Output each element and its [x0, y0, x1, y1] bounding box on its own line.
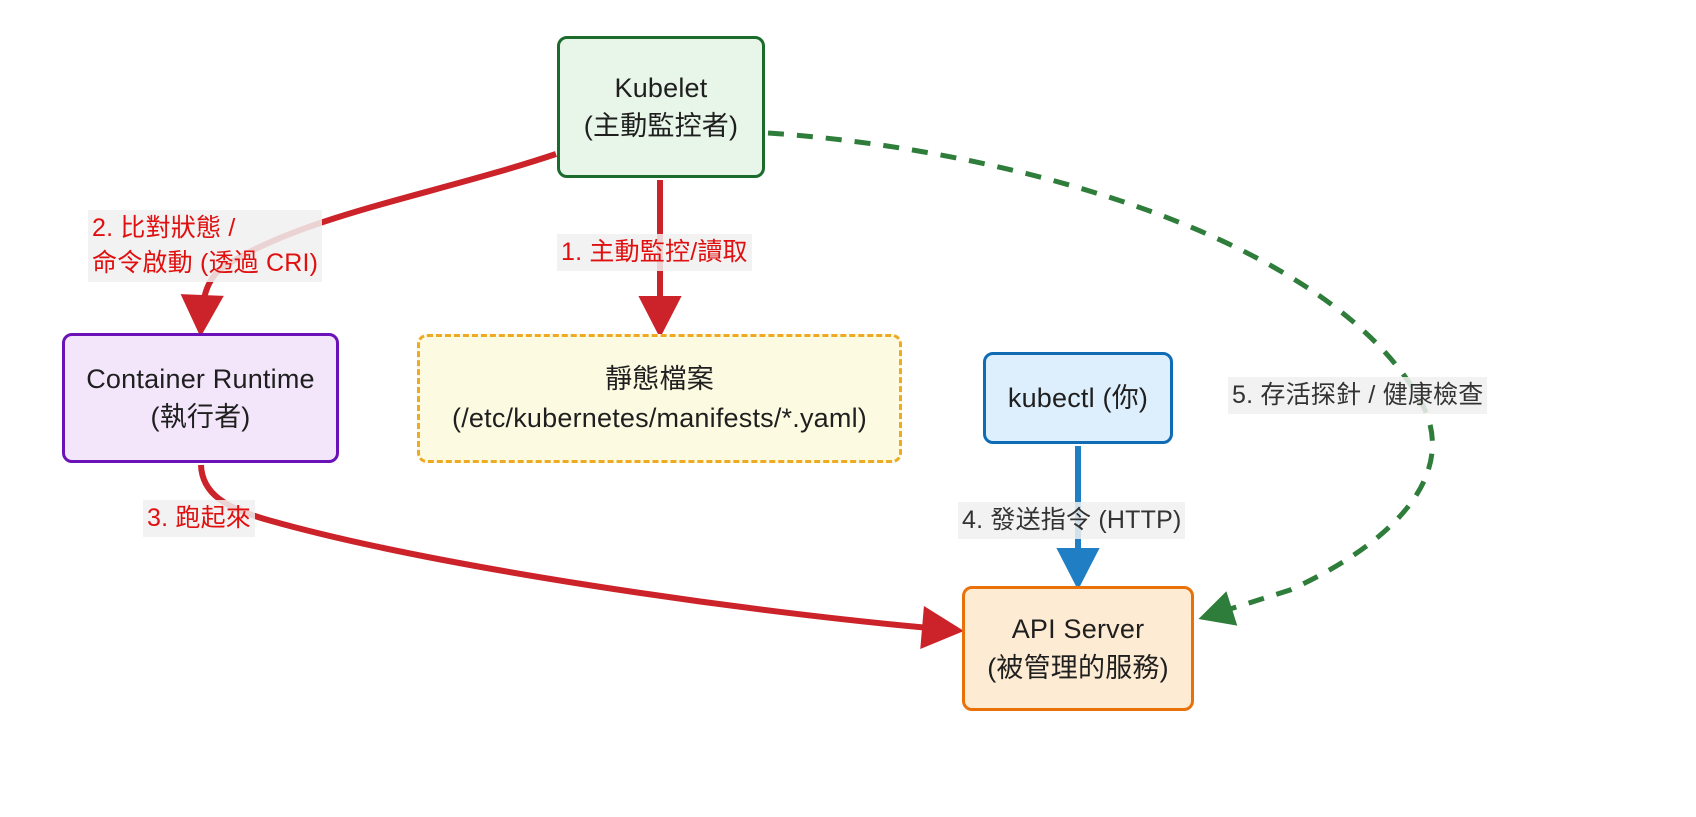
- edge-label-step-4: 4. 發送指令 (HTTP): [958, 502, 1186, 539]
- edge-label-step-2-line1: 2. 比對狀態 /: [92, 214, 236, 242]
- edge-label-step-2-line2: 命令啟動 (透過 CRI): [92, 249, 319, 277]
- node-static-files-title: 靜態檔案: [605, 364, 714, 395]
- node-api-server[interactable]: API Server (被管理的服務): [962, 586, 1194, 711]
- node-kubelet[interactable]: Kubelet (主動監控者): [557, 36, 765, 178]
- edge-label-step-1: 1. 主動監控/讀取: [557, 234, 752, 271]
- node-kubectl-title: kubectl (你): [1007, 382, 1149, 413]
- node-container-runtime[interactable]: Container Runtime (執行者): [62, 333, 339, 463]
- node-container-runtime-title: Container Runtime: [86, 363, 315, 394]
- edge-label-step-5: 5. 存活探針 / 健康檢查: [1228, 377, 1488, 414]
- node-api-server-title: API Server: [1011, 614, 1145, 645]
- node-kubelet-title: Kubelet: [614, 72, 708, 103]
- node-container-runtime-subtitle: (執行者): [150, 402, 251, 432]
- node-api-server-subtitle: (被管理的服務): [987, 652, 1169, 683]
- edge-label-step-2: 2. 比對狀態 / 命令啟動 (透過 CRI): [88, 210, 323, 282]
- node-kubectl[interactable]: kubectl (你): [983, 352, 1173, 444]
- node-static-files-path: (/etc/kubernetes/manifests/*.yaml): [452, 402, 867, 433]
- edge-label-step-3: 3. 跑起來: [143, 500, 255, 537]
- node-kubelet-subtitle: (主動監控者): [583, 111, 739, 141]
- edge-container-runtime-to-api-server: [198, 464, 964, 649]
- node-static-files[interactable]: 靜態檔案 (/etc/kubernetes/manifests/*.yaml): [417, 334, 902, 463]
